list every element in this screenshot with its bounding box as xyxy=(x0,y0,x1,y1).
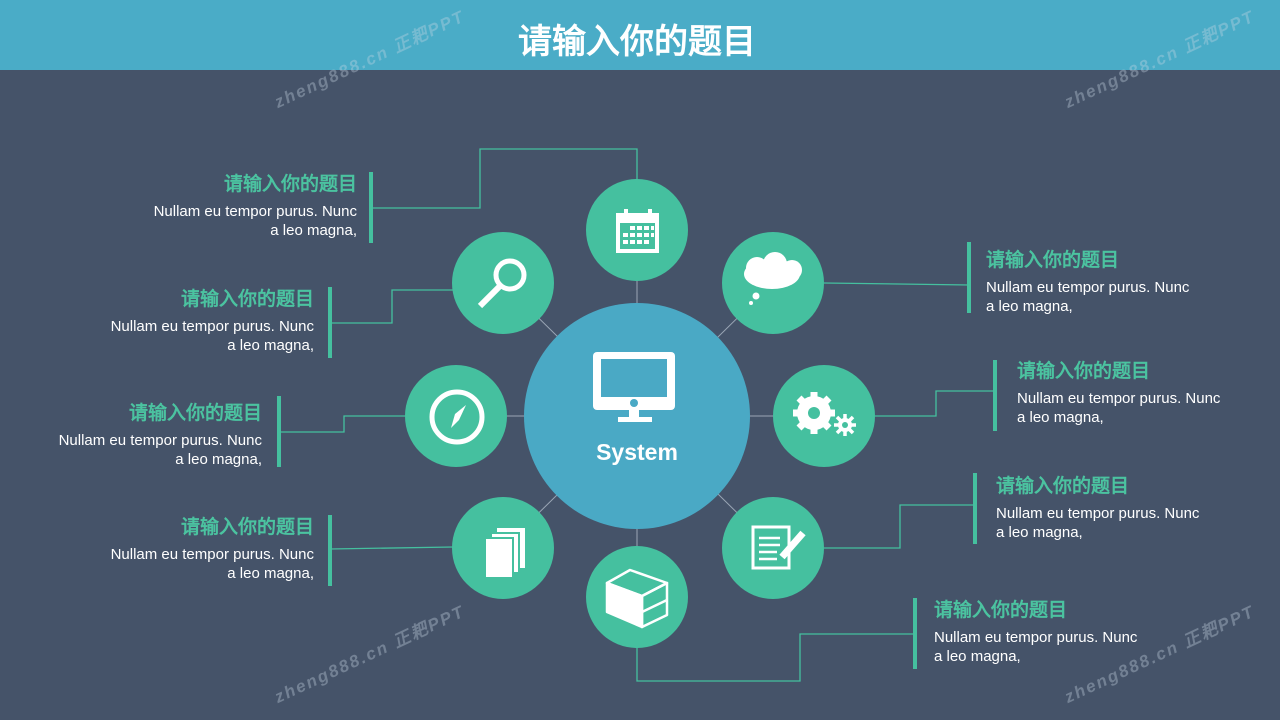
item-calendar: 请输入你的题目 Nullam eu tempor purus. Nunc a l… xyxy=(37,172,357,240)
connector-calendar xyxy=(372,148,638,209)
connector-search xyxy=(330,289,453,324)
item-desc: a leo magna, xyxy=(934,648,1021,665)
connector-box xyxy=(636,633,916,682)
accent-bar xyxy=(328,515,332,586)
item-desc: Nullam eu tempor purus. Nunc xyxy=(1017,390,1221,407)
accent-bar xyxy=(328,287,332,358)
item-documents: 请输入你的题目 Nullam eu tempor purus. Nunc a l… xyxy=(0,515,314,583)
accent-bar xyxy=(913,598,917,669)
connector-notepad xyxy=(824,504,976,549)
accent-bar xyxy=(277,396,281,467)
node-notepad xyxy=(722,497,824,599)
item-desc: a leo magna, xyxy=(1017,409,1104,426)
page-title: 请输入你的题目 xyxy=(518,22,756,62)
item-desc: Nullam eu tempor purus. Nunc xyxy=(110,318,314,335)
item-desc: a leo magna, xyxy=(996,524,1083,541)
item-notepad: 请输入你的题目 Nullam eu tempor purus. Nunc a l… xyxy=(996,474,1280,542)
item-compass: 请输入你的题目 Nullam eu tempor purus. Nunc a l… xyxy=(0,401,262,469)
gears-icon xyxy=(793,392,856,436)
accent-bar xyxy=(967,242,971,313)
item-desc: a leo magna, xyxy=(175,451,262,468)
header-bar: 请输入你的题目 xyxy=(0,0,1280,70)
item-desc: a leo magna, xyxy=(270,222,357,239)
item-title: 请输入你的题目 xyxy=(128,402,262,424)
item-title: 请输入你的题目 xyxy=(180,516,314,538)
item-title: 请输入你的题目 xyxy=(223,173,357,195)
item-desc: Nullam eu tempor purus. Nunc xyxy=(110,546,314,563)
connector-gears xyxy=(875,390,996,417)
monitor-icon xyxy=(593,352,675,422)
connector-documents xyxy=(329,546,454,550)
search-icon xyxy=(477,258,527,309)
documents-icon xyxy=(484,528,525,579)
accent-bar xyxy=(973,473,977,544)
item-title: 请输入你的题目 xyxy=(934,599,1068,621)
node-search xyxy=(452,232,554,334)
item-desc: a leo magna, xyxy=(227,565,314,582)
item-desc: Nullam eu tempor purus. Nunc xyxy=(996,505,1200,522)
accent-bar xyxy=(993,360,997,431)
accent-bar xyxy=(369,172,373,243)
center-label: System xyxy=(596,439,678,465)
compass-icon xyxy=(429,389,485,445)
item-desc: Nullam eu tempor purus. Nunc xyxy=(153,203,357,220)
cloud-thought-icon xyxy=(744,252,802,305)
item-box: 请输入你的题目 Nullam eu tempor purus. Nunc a l… xyxy=(934,598,1254,666)
notepad-pencil-icon xyxy=(751,525,806,570)
item-title: 请输入你的题目 xyxy=(986,249,1120,271)
item-search: 请输入你的题目 Nullam eu tempor purus. Nunc a l… xyxy=(0,287,314,355)
item-desc: a leo magna, xyxy=(986,298,1073,315)
box-icon xyxy=(605,568,669,629)
connector-cloud xyxy=(823,282,971,286)
calendar-icon xyxy=(616,209,659,253)
item-title: 请输入你的题目 xyxy=(1017,360,1151,382)
item-desc: a leo magna, xyxy=(227,337,314,354)
connector-lines xyxy=(280,148,996,682)
item-desc: Nullam eu tempor purus. Nunc xyxy=(934,629,1138,646)
item-title: 请输入你的题目 xyxy=(180,288,314,310)
connector-compass xyxy=(280,415,406,433)
item-desc: Nullam eu tempor purus. Nunc xyxy=(986,279,1190,296)
item-title: 请输入你的题目 xyxy=(996,475,1130,497)
item-cloud: 请输入你的题目 Nullam eu tempor purus. Nunc a l… xyxy=(986,248,1280,316)
item-gears: 请输入你的题目 Nullam eu tempor purus. Nunc a l… xyxy=(1017,359,1280,427)
item-desc: Nullam eu tempor purus. Nunc xyxy=(58,432,262,449)
